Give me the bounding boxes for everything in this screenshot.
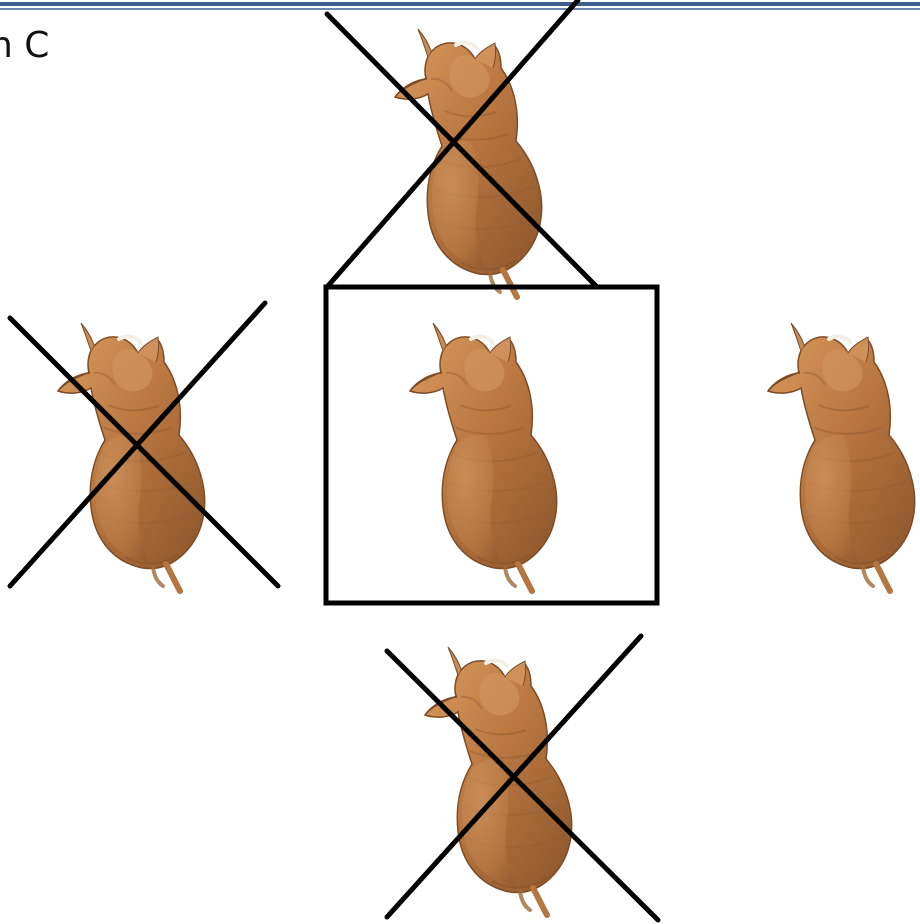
cat-right-figure: [768, 323, 915, 591]
cat-left-image: [58, 323, 205, 591]
cat-left-figure: [7, 300, 281, 591]
cat-bottom-figure: [384, 633, 661, 923]
cat-bottom-image: [425, 647, 572, 915]
cross-out-mark-bottom: [384, 633, 661, 923]
selection-frame: [323, 284, 660, 606]
slide-text: n C: [0, 25, 50, 66]
cat-top-figure: [324, 0, 600, 297]
cat-center-figure: [323, 284, 660, 606]
cross-out-mark-left: [7, 300, 281, 589]
cat-right-image: [768, 323, 915, 591]
slide-top-rule: [0, 0, 920, 10]
cross-out-mark-top: [324, 0, 600, 290]
cat-center-image: [410, 323, 557, 591]
